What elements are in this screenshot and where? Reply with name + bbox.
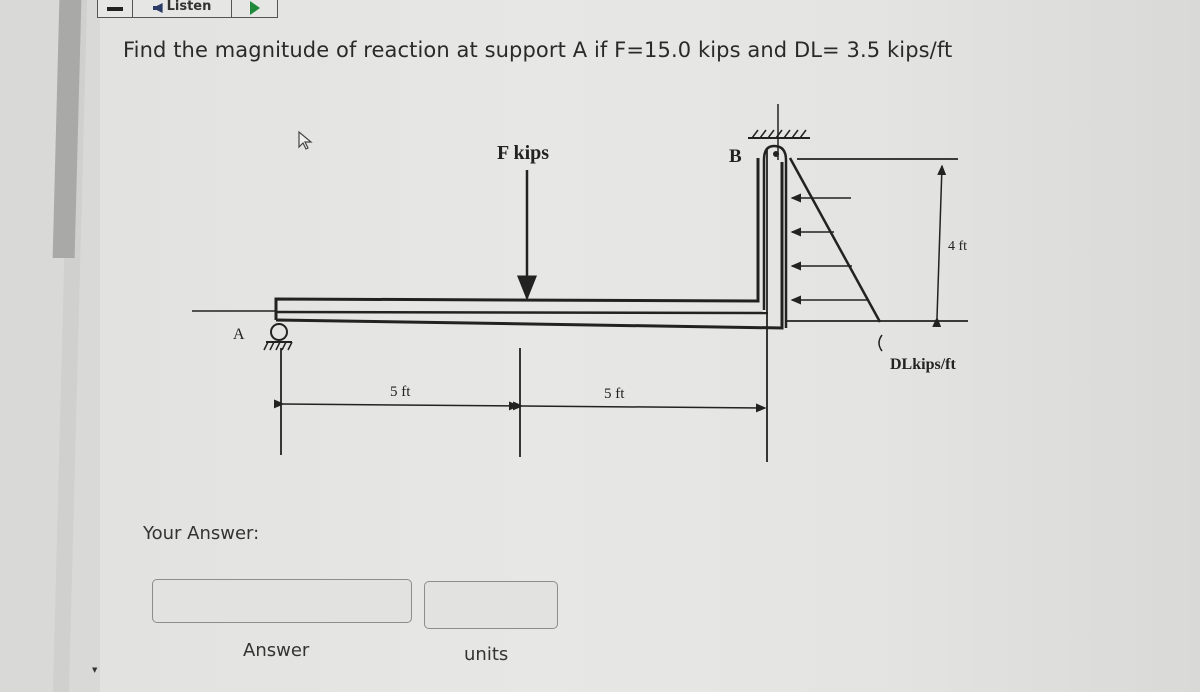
scroll-down-arrow-icon[interactable]: ▼ bbox=[92, 666, 98, 674]
support-a-label: A bbox=[233, 326, 245, 343]
minus-icon bbox=[107, 7, 123, 11]
dist-load-slope bbox=[788, 157, 882, 323]
listen-label: Listen bbox=[166, 0, 212, 14]
reader-toolbar: Listen bbox=[97, 0, 278, 18]
force-label: F kips bbox=[497, 142, 549, 164]
beam-bottom-edge bbox=[275, 162, 784, 330]
question-text: Find the magnitude of reaction at suppor… bbox=[123, 38, 953, 62]
units-caption: units bbox=[464, 644, 509, 665]
play-button[interactable] bbox=[232, 0, 277, 17]
span-dim-label-1: 5 ft bbox=[390, 384, 411, 400]
support-b-label: B bbox=[729, 146, 742, 167]
your-answer-heading: Your Answer: bbox=[143, 523, 260, 544]
dim-span-2 bbox=[512, 401, 767, 413]
speaker-icon bbox=[152, 3, 163, 13]
dl-pointer bbox=[878, 334, 883, 352]
support-a-roller bbox=[270, 323, 288, 341]
units-input[interactable] bbox=[424, 581, 558, 629]
height-dim-label: 4 ft bbox=[948, 239, 967, 254]
span-dim-label-2: 5 ft bbox=[604, 386, 625, 402]
dim-span-1 bbox=[273, 399, 520, 411]
listen-button[interactable]: Listen bbox=[133, 0, 232, 17]
dim-height bbox=[932, 164, 947, 328]
dist-load-label: DLkips/ft bbox=[890, 356, 956, 373]
play-icon bbox=[249, 1, 260, 15]
answer-input[interactable] bbox=[152, 579, 412, 623]
beam-mid-edge bbox=[275, 310, 769, 315]
beam-top-edge bbox=[274, 158, 760, 320]
mouse-cursor-icon bbox=[298, 130, 313, 150]
vertical-member bbox=[762, 144, 788, 328]
answer-caption: Answer bbox=[243, 640, 310, 661]
minimize-button[interactable] bbox=[98, 0, 133, 17]
